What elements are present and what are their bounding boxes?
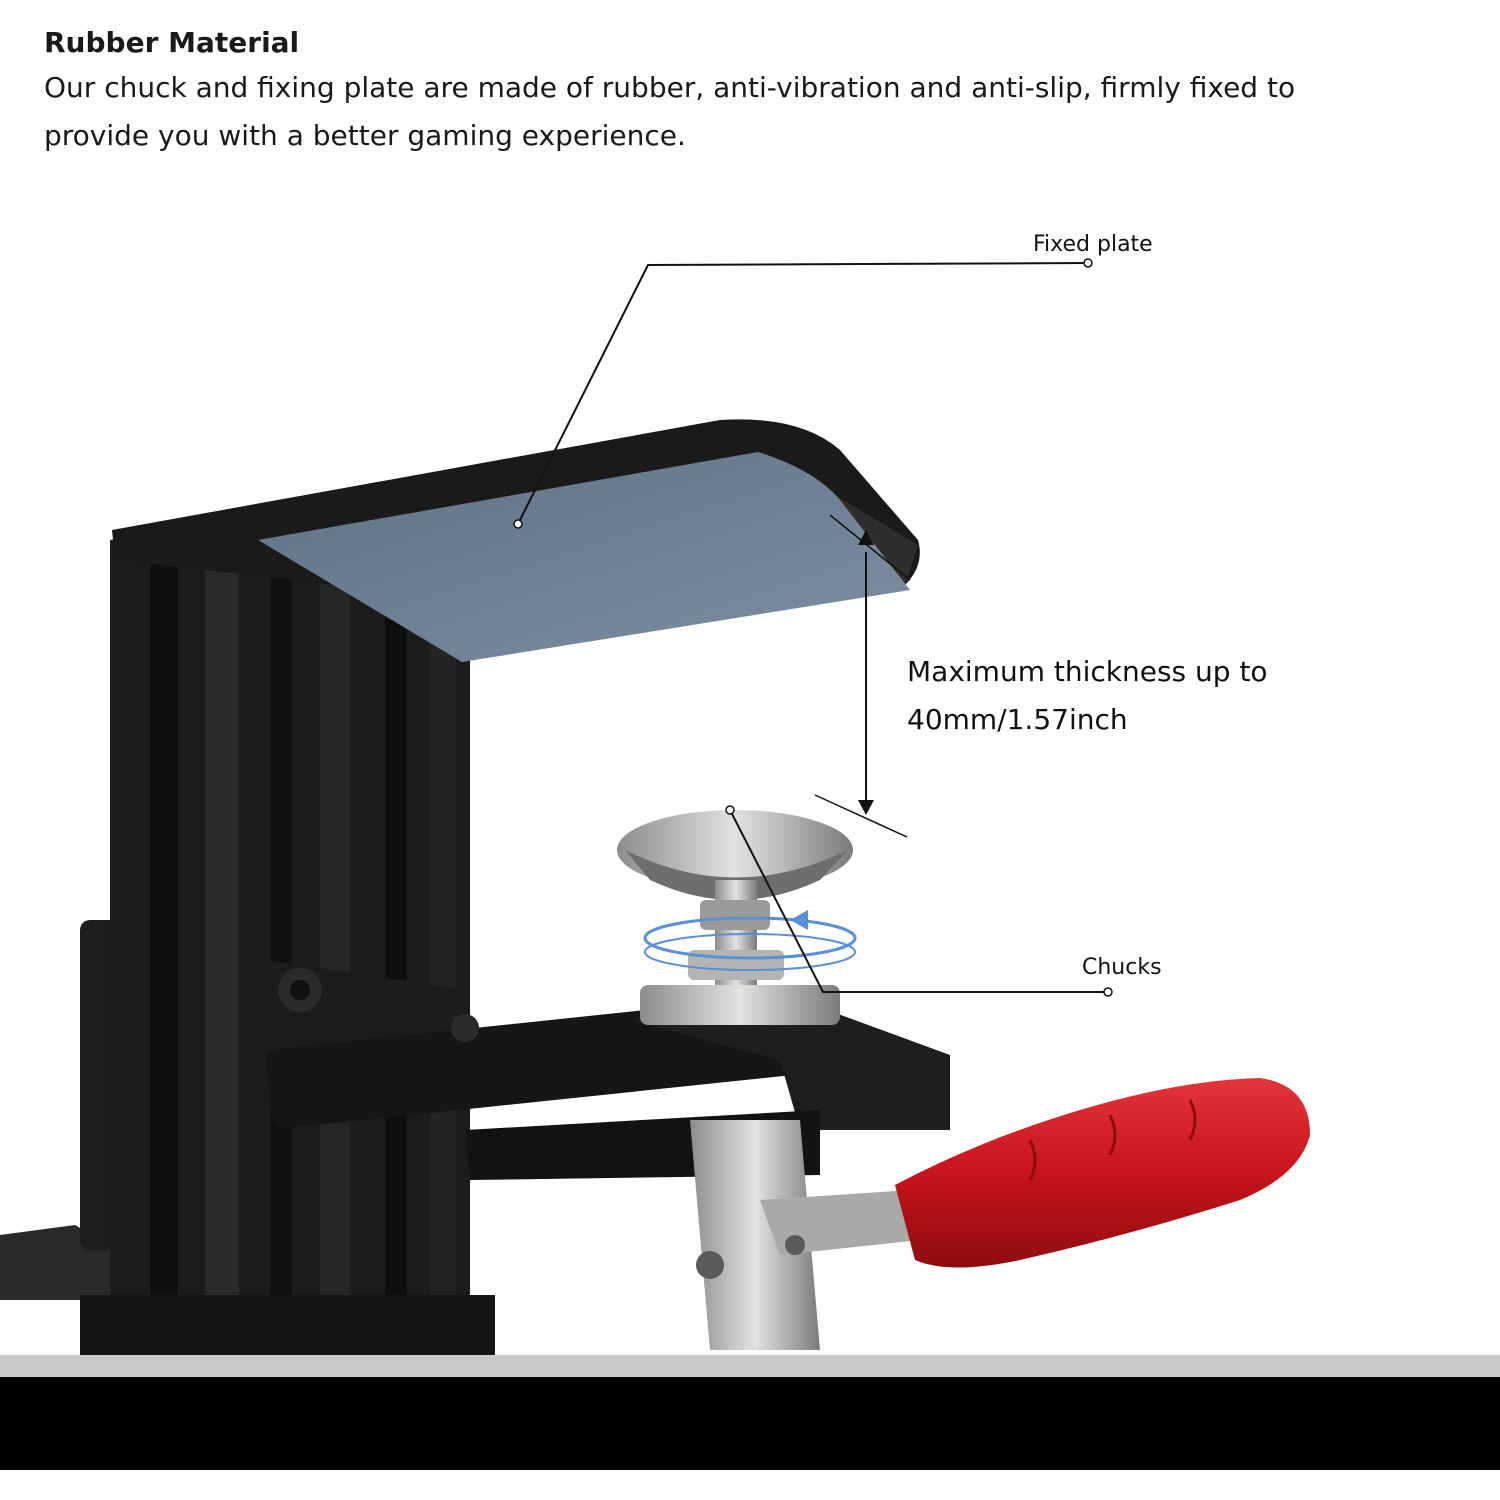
fixed-plate-label: Fixed plate: [1033, 232, 1153, 257]
desk-surface: [0, 1355, 1500, 1377]
chucks-leader: [729, 809, 1108, 993]
thickness-line-2: 40mm/1.57inch: [907, 703, 1128, 736]
desk-edge: [0, 1377, 1500, 1470]
fixed-plate-pad: [258, 452, 910, 662]
chucks-label: Chucks: [1082, 955, 1162, 980]
page-title: Rubber Material: [44, 26, 300, 59]
column-foot: [80, 1295, 495, 1355]
header: Rubber Material Our chuck and fixing pla…: [44, 22, 1444, 160]
thickness-line-1: Maximum thickness up to: [907, 655, 1268, 688]
rotation-arrow: [790, 910, 808, 930]
toggle-linkage: [690, 1120, 820, 1350]
fixed-plate-leader: [517, 262, 1089, 525]
thickness-label: Maximum thickness up to 40mm/1.57inch: [907, 648, 1268, 744]
description: Our chuck and fixing plate are made of r…: [44, 71, 1296, 152]
red-handle: [895, 1078, 1310, 1268]
rotation-ring: [643, 916, 857, 960]
